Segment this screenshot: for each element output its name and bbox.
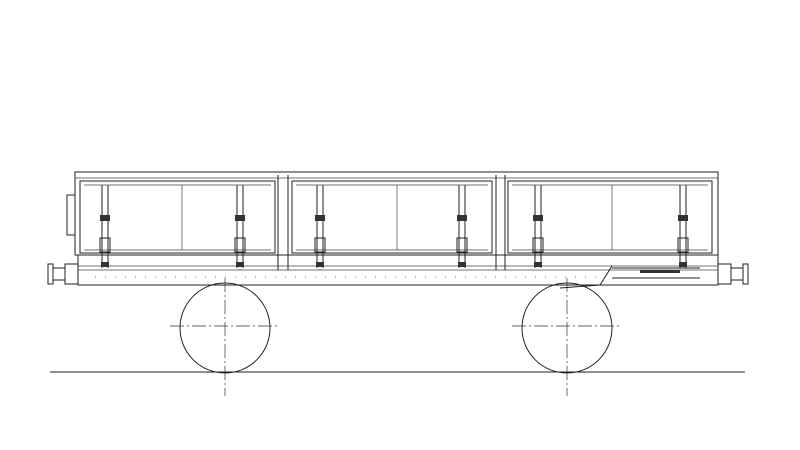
- wagon-body: [74, 171, 719, 256]
- stanchion-2-2-bracket: [456, 237, 468, 253]
- stanchion-1-1-bracket: [99, 237, 111, 253]
- stanchion-1-2-bracket: [234, 237, 246, 253]
- brake-gear: [559, 265, 700, 289]
- stanchion-1-2-foot: [236, 262, 244, 267]
- end-plate: [66, 194, 76, 236]
- underframe: [77, 254, 719, 289]
- panel-2: [291, 180, 493, 254]
- stanchion-2-1-foot: [316, 262, 324, 267]
- stanchion-2-1-bracket: [314, 237, 326, 253]
- stanchion-1-1-clamp-upper: [100, 215, 110, 221]
- buffer-right: [717, 263, 749, 285]
- panel-3: [507, 180, 713, 254]
- stanchion-3-2-bracket: [677, 237, 689, 253]
- stanchion-3-1-bracket: [532, 237, 544, 253]
- buffer-left: [47, 263, 79, 285]
- stanchion-1-1-foot: [101, 262, 109, 267]
- stanchion-2-2-clamp-upper: [457, 215, 467, 221]
- panel-1: [79, 180, 276, 254]
- side-panels: [79, 175, 713, 270]
- stanchion-2-1-clamp-upper: [315, 215, 325, 221]
- stanchion-3-1-foot: [534, 262, 542, 267]
- stanchion-3-2-foot: [679, 262, 687, 267]
- stanchion-3-1-clamp-upper: [533, 215, 543, 221]
- stanchion-3-2-clamp-upper: [678, 215, 688, 221]
- stanchion-2-2-foot: [458, 262, 466, 267]
- wheelset-right: [512, 278, 622, 396]
- stanchion-1-2-clamp-upper: [235, 215, 245, 221]
- wheelset-left: [170, 278, 280, 396]
